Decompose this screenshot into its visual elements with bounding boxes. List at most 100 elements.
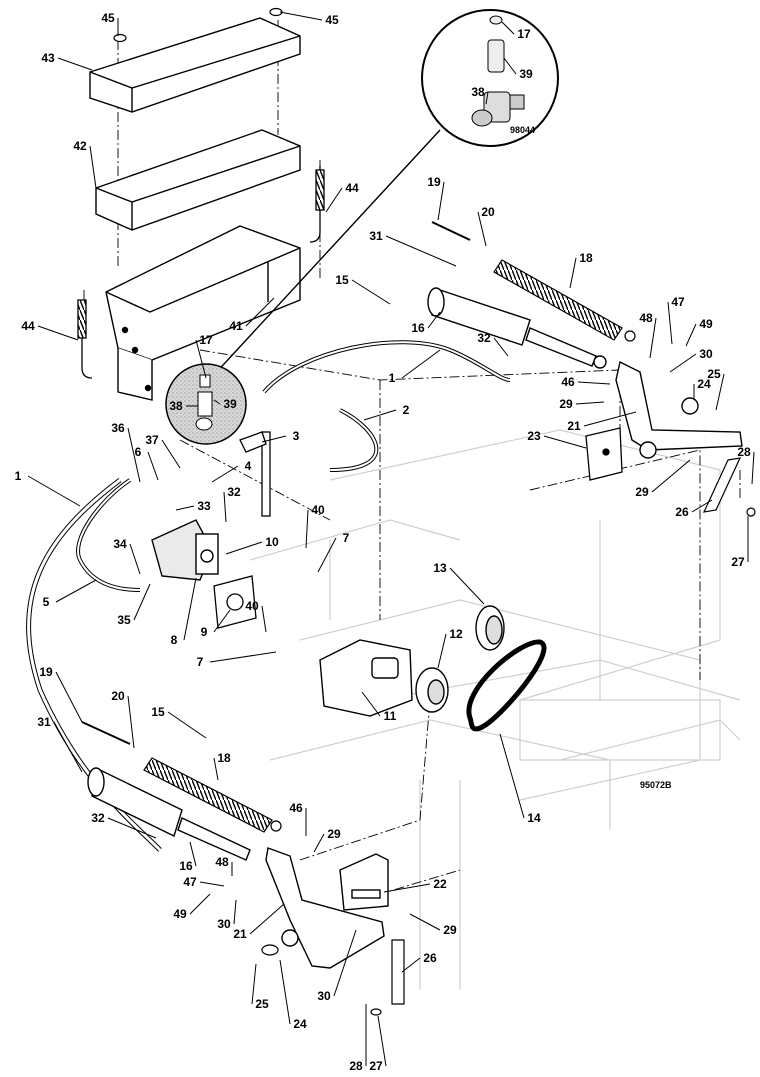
seat-bracket-41 <box>105 225 301 401</box>
callout-48: 48 <box>639 311 653 325</box>
leader-line-8 <box>183 577 197 641</box>
leader-line-32 <box>493 337 509 357</box>
callout-32: 32 <box>227 485 241 499</box>
callout-47: 47 <box>183 875 197 889</box>
leader-line-18 <box>569 257 577 289</box>
leader-line-19 <box>437 181 445 221</box>
callout-49: 49 <box>699 317 713 331</box>
leader-line-45 <box>279 11 323 21</box>
callout-20: 20 <box>111 689 125 703</box>
pump-8 <box>151 519 219 581</box>
callout-1: 1 <box>389 371 396 385</box>
leader-line-20 <box>477 211 487 247</box>
callout-41: 41 <box>229 319 243 333</box>
callout-11: 11 <box>384 709 397 723</box>
leader-line-5 <box>55 579 97 603</box>
callout-15: 15 <box>151 705 165 719</box>
callout-6: 6 <box>135 445 142 459</box>
leader-line-37 <box>161 439 181 469</box>
spring-18-lower <box>143 757 282 833</box>
callout-2: 2 <box>403 403 410 417</box>
callout-35: 35 <box>117 613 131 627</box>
callout-21: 21 <box>567 419 581 433</box>
leader-line-13 <box>449 567 485 605</box>
leader-line-49 <box>189 893 211 915</box>
leader-line-4 <box>211 465 239 483</box>
callout-4: 4 <box>245 459 252 473</box>
lift-arm-21-lower <box>265 847 385 969</box>
leader-line-2 <box>363 409 397 421</box>
leader-line-40 <box>305 509 309 549</box>
leader-line-29 <box>313 833 325 853</box>
chain-26-lower <box>391 939 405 1005</box>
callout-47: 47 <box>671 295 685 309</box>
leader-line-7 <box>317 537 337 573</box>
leader-line-38 <box>485 91 489 105</box>
callout-28: 28 <box>349 1059 363 1072</box>
callout-44: 44 <box>21 319 35 333</box>
leader-line-23 <box>543 435 587 449</box>
leader-line-17 <box>195 339 207 379</box>
leader-line-31 <box>53 721 83 773</box>
leader-line-6 <box>147 451 159 481</box>
callout-24: 24 <box>697 377 711 391</box>
leader-line-44 <box>325 187 343 213</box>
leader-line-46 <box>577 381 611 385</box>
callout-3: 3 <box>293 429 300 443</box>
seat-base-42 <box>95 129 301 231</box>
callout-19: 19 <box>39 665 53 679</box>
pulley-13 <box>475 605 505 651</box>
leader-line-15 <box>167 711 207 739</box>
callout-42: 42 <box>73 139 87 153</box>
callout-30: 30 <box>317 989 331 1003</box>
leader-line-1 <box>27 475 81 507</box>
callout-45: 45 <box>325 13 339 27</box>
leader-line-18 <box>213 757 219 781</box>
seat-cushion-43 <box>89 17 301 113</box>
leader-line-28 <box>751 451 755 485</box>
leader-line-12 <box>437 633 447 669</box>
callout-16: 16 <box>411 321 425 335</box>
leader-line-7 <box>209 651 277 663</box>
hydraulic-cylinder-16-lower <box>87 767 251 861</box>
leader-line-34 <box>129 543 141 575</box>
leader-line-35 <box>133 583 151 621</box>
leader-line-30 <box>669 353 697 373</box>
leader-line-25 <box>251 963 257 1005</box>
leader-line-11 <box>361 691 381 717</box>
pulley-12 <box>415 667 449 713</box>
bolt-19-lower <box>81 721 131 745</box>
leader-line-10 <box>225 541 263 555</box>
leader-line-15 <box>351 279 391 305</box>
leader-line-21 <box>249 903 285 935</box>
leader-line-47 <box>667 301 673 345</box>
leader-line-29 <box>409 913 441 931</box>
leader-line-24 <box>279 959 291 1025</box>
callout-24: 24 <box>293 1017 307 1031</box>
callout-44: 44 <box>345 181 359 195</box>
mount-bracket-11 <box>319 639 413 717</box>
callout-31: 31 <box>369 229 383 243</box>
callout-18: 18 <box>579 251 593 265</box>
spring-18-upper <box>493 259 636 342</box>
bracket-22 <box>339 853 389 911</box>
leader-line-3 <box>261 435 287 443</box>
callout-25: 25 <box>707 367 721 381</box>
gasket-9 <box>213 575 257 629</box>
callout-40: 40 <box>311 503 325 517</box>
hydraulic-cylinder-16-upper <box>427 287 607 369</box>
callout-32: 32 <box>477 331 491 345</box>
leader-line-30 <box>333 929 357 997</box>
leader-line-16 <box>427 311 441 329</box>
callout-38: 38 <box>471 85 485 99</box>
callout-21: 21 <box>233 927 247 941</box>
callout-15: 15 <box>335 273 349 287</box>
callout-1: 1 <box>15 469 22 483</box>
callout-40: 40 <box>245 599 259 613</box>
leader-line-17 <box>501 21 515 35</box>
leader-line-30 <box>233 899 237 925</box>
callout-39: 39 <box>223 397 237 411</box>
